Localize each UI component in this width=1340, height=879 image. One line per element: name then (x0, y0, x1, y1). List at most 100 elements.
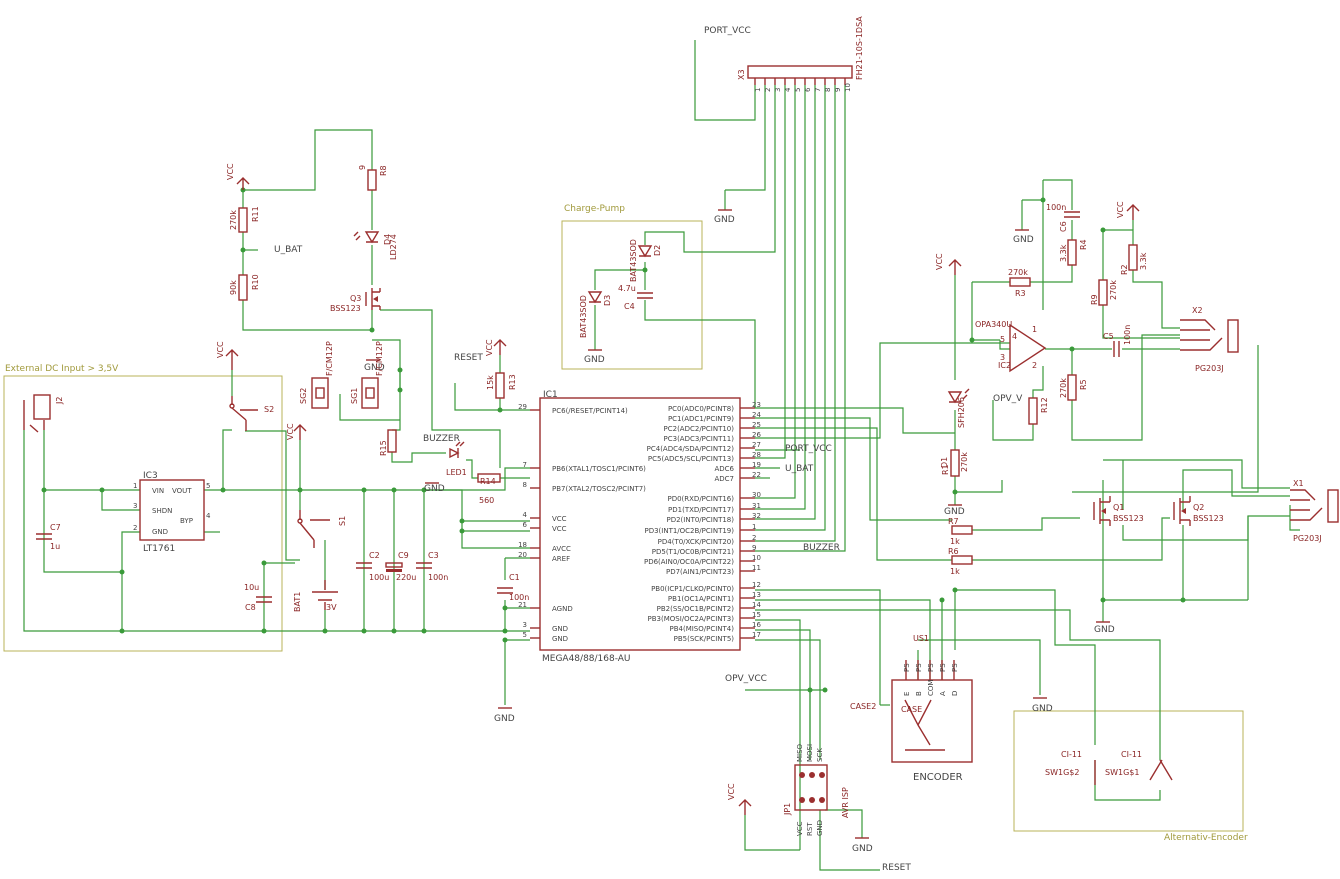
frame-ext-dc: External DC Input > 3,5V (3, 364, 283, 652)
svg-text:9: 9 (834, 88, 842, 92)
frame-alt-encoder-label: Alternativ-Encoder (1164, 833, 1248, 843)
encoder-pin-label: PS (915, 663, 923, 672)
svg-text:MISO: MISO (796, 743, 804, 762)
svg-text:AVR ISP: AVR ISP (841, 787, 850, 818)
gnd-symbol: GND (1013, 229, 1034, 245)
encoder-inner-label: D (951, 691, 959, 696)
svg-text:ENCODER: ENCODER (913, 772, 963, 783)
svg-text:9: 9 (358, 165, 367, 170)
svg-text:4.7u: 4.7u (618, 284, 636, 293)
svg-text:VOUT: VOUT (172, 487, 192, 495)
pin-label: PD3(INT1/OC2B/PCINT19) (644, 527, 734, 535)
pin-label: PD5(T1/OC0B/PCINT21) (652, 548, 734, 556)
encoder-pin-label: PS (939, 663, 947, 672)
pin-label: PB6(XTAL1/TOSC1/PCINT6) (552, 465, 646, 473)
svg-text:J2: J2 (55, 397, 64, 405)
pin-label: PC2(ADC2/PCINT10) (664, 425, 735, 433)
svg-text:100n: 100n (509, 593, 529, 602)
pin-number: 25 (752, 421, 761, 429)
pin-label: GND (552, 625, 568, 633)
net-opv-v: OPV_V (993, 394, 1023, 404)
gnd-symbol: GND (364, 359, 385, 373)
transistor-q2: Q2 BSS123 (1173, 496, 1224, 526)
svg-text:SCK: SCK (816, 748, 824, 762)
svg-text:1: 1 (133, 482, 137, 490)
svg-text:FH21-10S-1DSA: FH21-10S-1DSA (855, 16, 864, 80)
svg-text:100n: 100n (1123, 325, 1132, 345)
pin-label: GND (552, 635, 568, 643)
svg-text:LED1: LED1 (446, 468, 467, 477)
svg-text:R3: R3 (1015, 289, 1026, 298)
wires (23, 40, 1300, 871)
opamp-ic2: 4 1 5 3 2 IC2 OPA340U (975, 320, 1047, 373)
svg-text:OPA340U: OPA340U (975, 320, 1012, 329)
svg-text:JP1: JP1 (783, 803, 792, 816)
pin-number: 11 (752, 564, 761, 572)
svg-text:270k: 270k (1008, 268, 1028, 277)
svg-text:1: 1 (1032, 325, 1037, 334)
frame-charge-pump: Charge-Pump (561, 204, 703, 370)
net-reset-2: RESET (882, 863, 911, 873)
svg-text:VCC: VCC (935, 253, 944, 270)
svg-text:R7: R7 (948, 517, 959, 526)
encoder-inner-label: COM (927, 680, 935, 696)
pin-label: PC0(ADC0/PCINT8) (668, 405, 734, 413)
svg-text:2: 2 (133, 524, 137, 532)
svg-text:2: 2 (1032, 361, 1037, 370)
svg-text:SW1G$2: SW1G$2 (1045, 768, 1079, 777)
svg-text:3: 3 (1000, 353, 1005, 362)
pin-number: 26 (752, 431, 761, 439)
svg-text:C2: C2 (369, 551, 380, 560)
jack-j2: J2 (23, 394, 64, 433)
svg-text:6: 6 (804, 87, 812, 92)
frame-charge-pump-label: Charge-Pump (564, 204, 625, 214)
buzzer-sg1: SG1 F/CM12P (350, 341, 384, 409)
pin-number: 13 (752, 591, 761, 599)
pin-number: 24 (752, 411, 761, 419)
pin-number: 15 (752, 611, 761, 619)
svg-text:F/CM12P: F/CM12P (325, 341, 334, 376)
svg-text:VCC: VCC (1116, 201, 1125, 218)
svg-text:D2: D2 (653, 245, 662, 256)
pin-label: PB0(ICP1/CLKO/PCINT0) (651, 585, 734, 593)
svg-text:D3: D3 (603, 295, 612, 306)
encoder-pin-label: PS (903, 663, 911, 672)
pin-number: 14 (752, 601, 761, 609)
pin-label: AVCC (552, 545, 571, 553)
pin-number: 4 (523, 511, 528, 519)
svg-text:R2: R2 (1120, 264, 1129, 275)
net-u-bat-2: U_BAT (785, 464, 814, 474)
svg-text:R13: R13 (508, 374, 517, 390)
pin-number: 18 (518, 541, 527, 549)
vcc-symbol: VCC (935, 253, 962, 275)
svg-text:5: 5 (794, 88, 802, 92)
svg-text:GND: GND (152, 528, 168, 536)
svg-text:100n: 100n (1046, 203, 1066, 212)
svg-text:VCC: VCC (485, 339, 494, 356)
svg-text:10: 10 (844, 83, 852, 92)
svg-text:X1: X1 (1293, 479, 1304, 488)
pin-number: 29 (518, 403, 527, 411)
svg-text:270k: 270k (229, 210, 238, 230)
